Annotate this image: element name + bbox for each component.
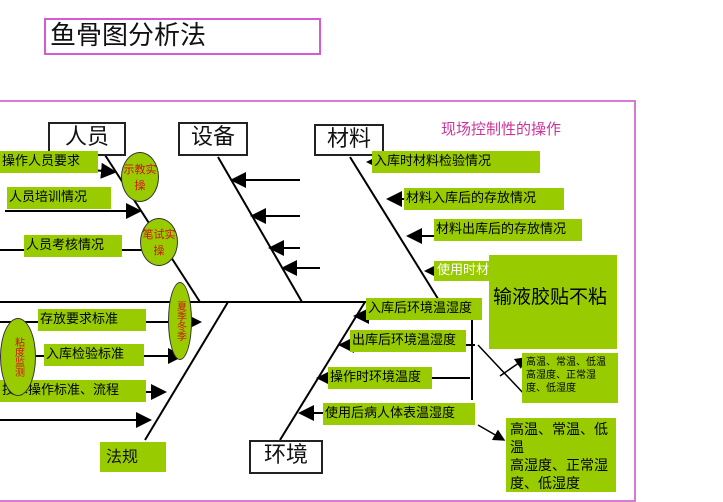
cause-method-2: 入库检验标准	[44, 344, 144, 366]
cause-method-3: 技术操作标准、流程	[0, 380, 146, 402]
cause-material-2: 材料入库后的存放情况	[404, 188, 564, 210]
cause-environment-3: 操作时环境温度	[328, 367, 432, 389]
cause-environment-2: 出库后环境温湿度	[350, 330, 466, 352]
category-people: 人员	[48, 122, 126, 156]
cause-material-1: 入库时材料检验情况	[372, 151, 540, 173]
category-method: 法规	[100, 442, 166, 472]
cause-method-1: 存放要求标准	[38, 309, 146, 331]
category-environment: 环境	[249, 440, 323, 474]
note-big: 高温、常温、低温 高湿度、正常湿度、低湿度	[506, 418, 616, 492]
cause-environment-4: 使用后病人体表温湿度	[323, 403, 475, 425]
bubble-people-1: 示教实操	[121, 152, 159, 202]
cause-people-1: 操作人员要求	[0, 151, 98, 173]
effect-box: 输液胶贴不粘	[489, 255, 617, 349]
diagram-subtitle: 现场控制性的操作	[441, 120, 562, 138]
bubble-people-2: 笔试实操	[140, 218, 178, 266]
bubble-method-1: 夏季冬季	[168, 282, 192, 360]
bone-method	[144, 301, 229, 441]
bubble-method-2: 粘度监测	[0, 318, 36, 396]
category-material: 材料	[314, 124, 384, 156]
note-small: 高温、常温、低温 高湿度、正常湿度、低湿度	[522, 353, 618, 403]
cause-people-3: 人员考核情况	[24, 235, 122, 257]
category-equipment: 设备	[178, 122, 248, 156]
cause-people-2: 人员培训情况	[7, 187, 111, 209]
cause-environment-1: 入库后环境温湿度	[366, 298, 482, 320]
page-title: 鱼骨图分析法	[44, 18, 321, 55]
bone-equipment	[217, 156, 303, 303]
cause-material-3: 材料出库后的存放情况	[434, 219, 582, 241]
bone-material	[349, 156, 441, 303]
